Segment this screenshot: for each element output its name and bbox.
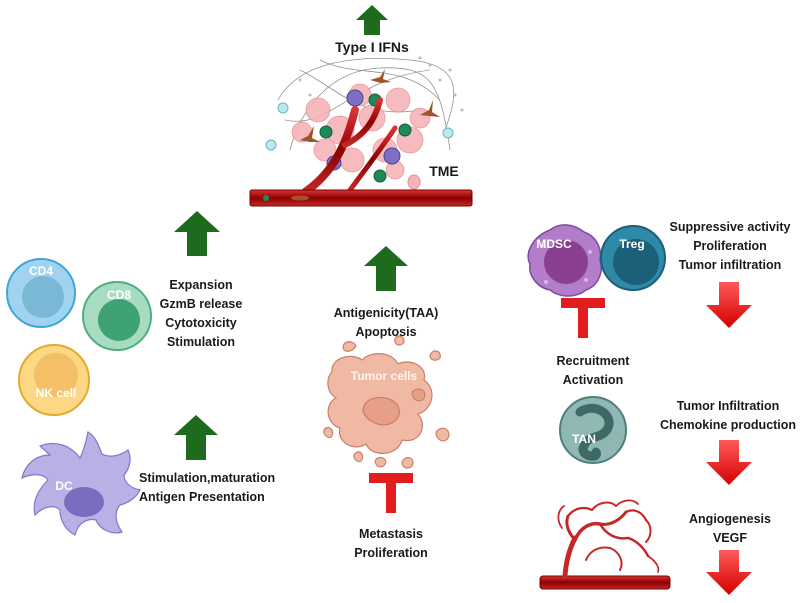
tumor-inhibited-text: Metastasis Proliferation (336, 525, 446, 563)
up-arrow-immune-expansion (174, 211, 220, 256)
cd4-label: CD4 (28, 264, 53, 278)
effect-vegf: VEGF (712, 531, 748, 545)
tumor-cells (323, 335, 450, 469)
effect-proliferation-suppressive: Proliferation (693, 239, 767, 253)
treg-cell (600, 225, 666, 291)
down-arrow-angiogenesis (706, 550, 752, 595)
effect-metastasis: Metastasis (359, 527, 423, 541)
effect-gzmb-release: GzmB release (159, 297, 243, 311)
cd8-cell (82, 281, 152, 351)
tumor-cells-label: Tumor cells (350, 369, 418, 383)
up-arrow-dc-stimulation (174, 415, 218, 460)
inhibit-tumor-metastasis (369, 473, 413, 513)
tan-cell (559, 396, 627, 464)
effect-suppressive-activity: Suppressive activity (669, 220, 791, 234)
tumor-up-effects-text: Antigenicity(TAA) Apoptosis (326, 304, 446, 342)
nk-cell (18, 344, 90, 416)
down-arrow-tan (706, 440, 752, 485)
tme-label: TME (429, 163, 459, 179)
inhibit-mdsc-treg (561, 298, 605, 338)
effect-proliferation-tumor: Proliferation (354, 546, 428, 560)
nk-cell-label: NK cell (35, 386, 77, 400)
effect-tumor-infiltration: Tumor infiltration (678, 258, 782, 272)
type-i-ifns-title: Type I IFNs (335, 39, 409, 55)
mdsc-label: MDSC (536, 237, 572, 251)
effect-antigenicity: Antigenicity(TAA) (333, 306, 439, 320)
suppressive-effects-text: Suppressive activity Proliferation Tumor… (664, 218, 796, 275)
tan-label: TAN (572, 432, 596, 446)
up-arrow-type-i-ifns (356, 5, 388, 35)
effect-angiogenesis: Angiogenesis (689, 512, 771, 526)
mdsc-cell (527, 224, 602, 297)
dc-effects-text: Stimulation,maturation Antigen Presentat… (139, 469, 275, 507)
tme-illustration (249, 56, 473, 207)
effect-tan-infiltration: Tumor Infiltration (676, 399, 780, 413)
cd8-label: CD8 (106, 288, 131, 302)
dendritic-cell (21, 431, 141, 536)
down-arrow-suppressive (706, 282, 752, 328)
effect-expansion: Expansion (169, 278, 233, 292)
effect-chemokine-production: Chemokine production (659, 418, 797, 432)
effect-stimulation-maturation: Stimulation,maturation (139, 471, 276, 485)
effect-activation: Activation (562, 373, 624, 387)
effect-apoptosis: Apoptosis (355, 325, 417, 339)
treg-label: Treg (619, 237, 645, 251)
up-arrow-antigenicity (364, 246, 408, 291)
effect-recruitment: Recruitment (556, 354, 630, 368)
angiogenesis-vessel (539, 499, 671, 590)
effect-cytotoxicity: Cytotoxicity (165, 316, 237, 330)
effect-stimulation: Stimulation (166, 335, 236, 349)
cd4-cell (6, 258, 76, 328)
tan-effects-text: Tumor Infiltration Chemokine production (658, 397, 798, 435)
effect-antigen-presentation: Antigen Presentation (139, 490, 265, 504)
immune-effects-text: Expansion GzmB release Cytotoxicity Stim… (146, 276, 256, 352)
angio-effects-text: Angiogenesis VEGF (680, 510, 780, 548)
recruitment-text: Recruitment Activation (548, 352, 638, 390)
dc-label: DC (55, 479, 73, 493)
